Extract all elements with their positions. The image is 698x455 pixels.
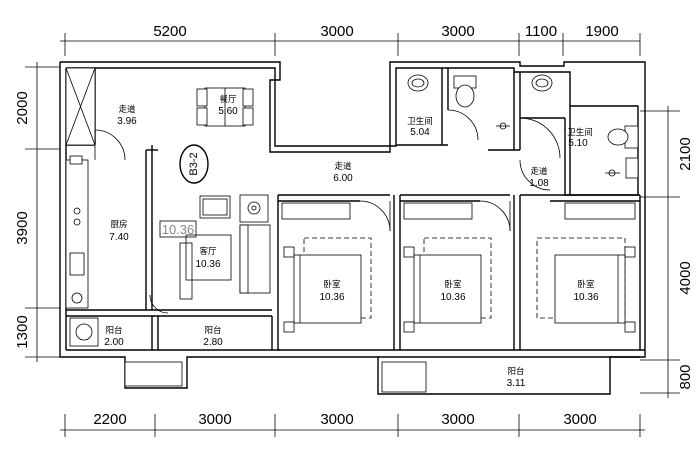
dim-top-1: 5200 [153, 23, 186, 40]
plan-code: B3-2 [188, 152, 200, 175]
room-area-dining: 5.60 [218, 106, 238, 117]
room-area-corridor-nw: 3.96 [117, 116, 137, 127]
stray-label: 10.36 [162, 222, 195, 237]
dim-bottom-3: 3000 [320, 411, 353, 428]
room-area-bath2: 5.10 [568, 138, 588, 149]
dimension-left: 2000 3900 1300 [14, 62, 60, 362]
room-area-corridor-small: 1.08 [529, 178, 549, 189]
dim-right-1: 2100 [677, 137, 694, 170]
room-labels: 走道 3.96 餐厅 5.60 卫生间 5.04 卫生间 5.10 走道 6.0… [104, 95, 599, 389]
room-name-dining: 餐厅 [219, 95, 237, 105]
room-name-corridor-nw: 走道 [118, 104, 136, 115]
room-name-bath2: 卫生间 [567, 127, 593, 138]
room-name-living: 客厅 [199, 246, 217, 257]
room-name-bed2: 卧室 [444, 279, 462, 290]
dim-top-5: 1900 [585, 23, 618, 40]
dim-top-4: 1100 [525, 23, 557, 40]
dim-bottom-2: 3000 [198, 411, 231, 428]
dim-right-3: 800 [677, 364, 694, 389]
room-name-bed1: 卧室 [323, 279, 341, 290]
room-name-bed3: 卧室 [577, 279, 595, 290]
room-area-bed1: 10.36 [319, 292, 344, 303]
dim-top-3: 3000 [441, 23, 474, 40]
dim-right-2: 4000 [677, 261, 694, 294]
dim-left-2: 3900 [14, 211, 31, 244]
dimension-top: 5200 3000 3000 1100 1900 [60, 23, 641, 56]
coffee-table [185, 234, 232, 281]
room-area-bath1: 5.04 [410, 127, 430, 138]
dim-bottom-1: 2200 [93, 411, 126, 428]
room-name-balcony2: 阳台 [204, 325, 221, 336]
furniture [65, 74, 639, 347]
dim-bottom-4: 3000 [441, 411, 474, 428]
room-name-corridor-main: 走道 [334, 161, 352, 172]
room-name-balcony3: 阳台 [507, 366, 524, 377]
interior-walls [65, 67, 645, 393]
dim-top-2: 3000 [320, 23, 353, 40]
room-name-corridor-small: 走道 [530, 166, 548, 177]
stray-label-box [159, 220, 197, 238]
dimension-right: 2100 4000 800 [640, 106, 694, 398]
room-area-balcony1: 2.00 [104, 337, 124, 348]
room-area-balcony2: 2.80 [203, 337, 223, 348]
dimension-bottom: 2200 3000 3000 3000 3000 [60, 411, 645, 437]
bed-2 [413, 254, 482, 324]
dim-left-1: 2000 [14, 91, 31, 124]
room-name-bath1: 卫生间 [407, 116, 433, 127]
kitchen-counter [65, 159, 89, 309]
room-area-bed3: 10.36 [573, 292, 598, 303]
room-area-corridor-main: 6.00 [333, 173, 353, 184]
room-area-kitchen: 7.40 [109, 232, 129, 243]
outer-walls [59, 61, 646, 395]
room-area-balcony3: 3.11 [507, 378, 526, 389]
room-area-bed2: 10.36 [440, 292, 465, 303]
dim-bottom-5: 3000 [563, 411, 596, 428]
room-area-living: 10.36 [195, 259, 220, 270]
dim-left-3: 1300 [14, 315, 31, 348]
bed-1 [293, 254, 362, 324]
room-name-balcony1: 阳台 [105, 325, 122, 336]
doors [94, 109, 561, 314]
room-name-kitchen: 厨房 [110, 219, 127, 230]
plan-code-badge: B3-2 [179, 144, 209, 184]
bed-3 [554, 254, 626, 324]
